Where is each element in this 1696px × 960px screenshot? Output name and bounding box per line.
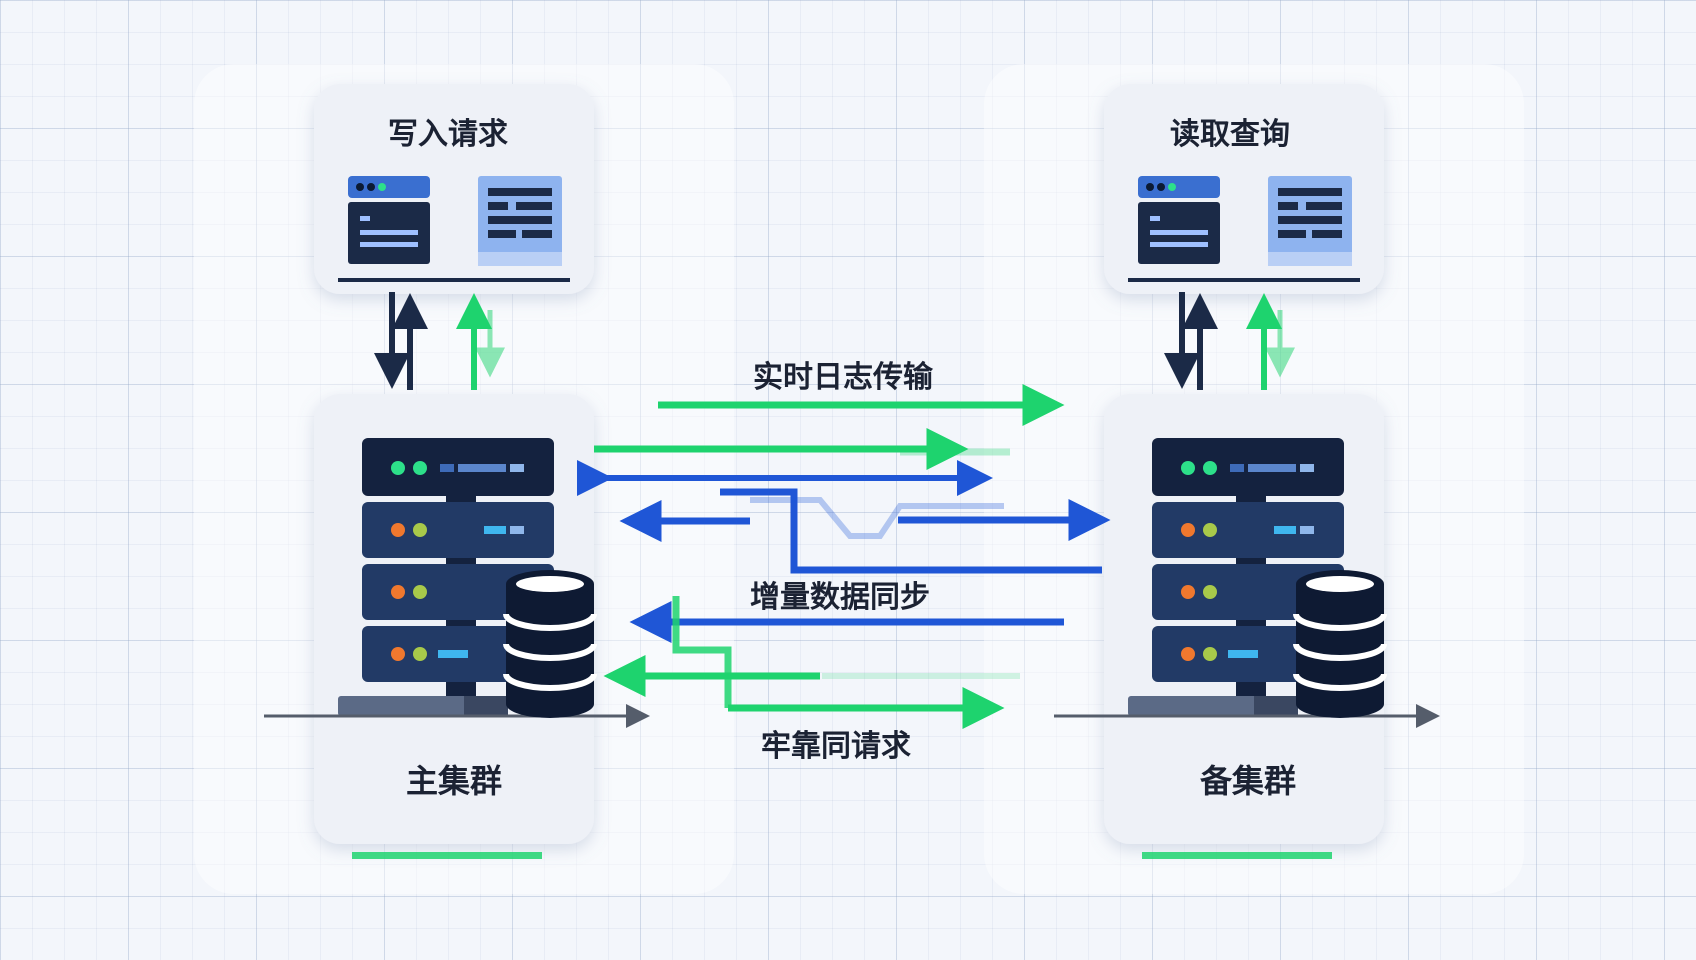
standby-cluster: 读取查询 备集群 (984, 64, 1524, 894)
primary-client-label: 写入请求 (388, 117, 508, 152)
blue-ghost-path (750, 497, 1004, 539)
flow-bottom-label: 牢靠同请求 (761, 729, 911, 764)
standby-cluster-label: 备集群 (1200, 762, 1296, 800)
primary-cluster: 写入请求 主集群 (194, 64, 734, 894)
blue-sync-path (720, 488, 1102, 574)
primary-cluster-label: 主集群 (406, 762, 502, 800)
replication-flows (577, 384, 1111, 729)
flow-top-label: 实时日志传输 (753, 360, 934, 395)
flow-middle-label: 增量数据同步 (750, 580, 930, 615)
standby-client-label: 读取查询 (1170, 117, 1290, 152)
